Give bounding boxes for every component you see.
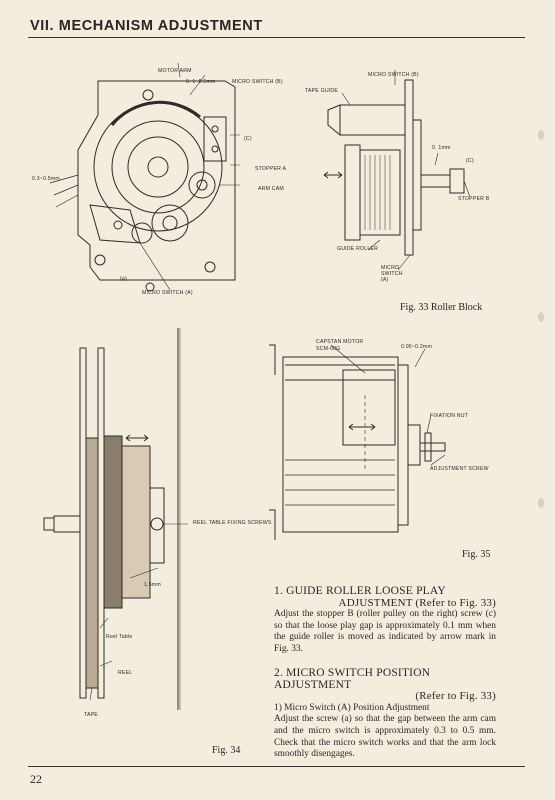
fig33-label-micro-switch-a-side: MICRO SWITCH (A) [381, 265, 403, 283]
fig34-label-reel: REEL [118, 670, 133, 676]
fig35-label-fixation-nut: FIXATION NUT [430, 413, 469, 419]
section-2-body: Adjust the screw (a) so that the gap bet… [274, 714, 496, 760]
fig35-caption: Fig. 35 [462, 549, 491, 560]
fig33-label-gap-3: 0. 1mm [432, 145, 451, 151]
fig33-caption: Fig. 33 Roller Block [400, 302, 483, 313]
fig34-label-reel-table: Reel Table [106, 634, 133, 640]
footer-rule [28, 766, 525, 767]
fig33-plan-view [49, 62, 240, 292]
fig34-label-tape: TAPE [84, 712, 98, 718]
section-2-subheading: (Refer to Fig. 33) [415, 690, 496, 703]
section-micro-switch: 2. MICRO SWITCH POSITION ADJUSTMENT (Ref… [274, 667, 496, 761]
fig33-label-gap-2: 0.3~0.5mm [32, 176, 60, 182]
section-1-heading: 1. GUIDE ROLLER LOOSE PLAY [274, 585, 446, 597]
fig35-label-capstan-motor: CAPSTAN MOTOR SCM-00G [316, 339, 364, 352]
fig34-label-reel-table-fixing: REEL TABLE FIXING SCREWS [193, 520, 272, 526]
page-number: 22 [30, 772, 42, 786]
fig35-capstan-motor [269, 344, 446, 540]
binder-hole [538, 130, 544, 140]
fig33-label-stopper-b: STOPPER B [458, 196, 490, 202]
fig34-caption: Fig. 34 [212, 745, 241, 756]
fig33-side-view [323, 70, 471, 271]
fig33-label-c: (C) [244, 136, 252, 142]
fig33-label-motor-arm: MOTOR ARM [158, 68, 192, 74]
header-rule [28, 37, 525, 38]
fig33-label-gap: 0. 1~0.5mm [186, 79, 216, 85]
fig35-label-adjustment-screw: ADJUSTMENT SCREW [430, 466, 489, 472]
binder-hole [538, 498, 544, 508]
section-1-subheading: ADJUSTMENT (Refer to Fig. 33) [338, 596, 496, 609]
fig34-reel-table [43, 328, 188, 710]
fig33-label-micro-switch-a: MICRO SWITCH (A) [142, 290, 193, 296]
fig33-label-tape-guide: TAPE GUIDE [305, 88, 339, 94]
fig33-label-c-side: (C) [466, 158, 474, 164]
fig33-label-arm-cam: ARM CAM [258, 186, 284, 192]
fig33-label-guide-roller: GUIDE ROLLER [337, 246, 379, 252]
section-2-sub: 1) Micro Switch (A) Position Adjustment [274, 702, 430, 713]
fig33-label-micro-switch-b-side: MICRO SWITCH (B) [368, 72, 419, 78]
page-title: VII. MECHANISM ADJUSTMENT [30, 18, 263, 34]
fig35-label-play: 0.05~0.2mm [401, 344, 432, 350]
fig33-label-micro-switch-b: MICRO SWITCH (B) [232, 79, 283, 85]
section-guide-roller: 1. GUIDE ROLLER LOOSE PLAY ADJUSTMENT (R… [274, 585, 496, 656]
fig33-label-a: (a) [120, 276, 127, 282]
fig33-label-stopper-a: STOPPER A [255, 166, 287, 172]
section-2-heading: 2. MICRO SWITCH POSITION ADJUSTMENT [274, 667, 431, 691]
section-1-body: Adjust the stopper B (roller pulley on t… [274, 609, 496, 654]
binder-hole [538, 312, 544, 322]
fig34-label-dim: 1.5mm [144, 582, 161, 588]
